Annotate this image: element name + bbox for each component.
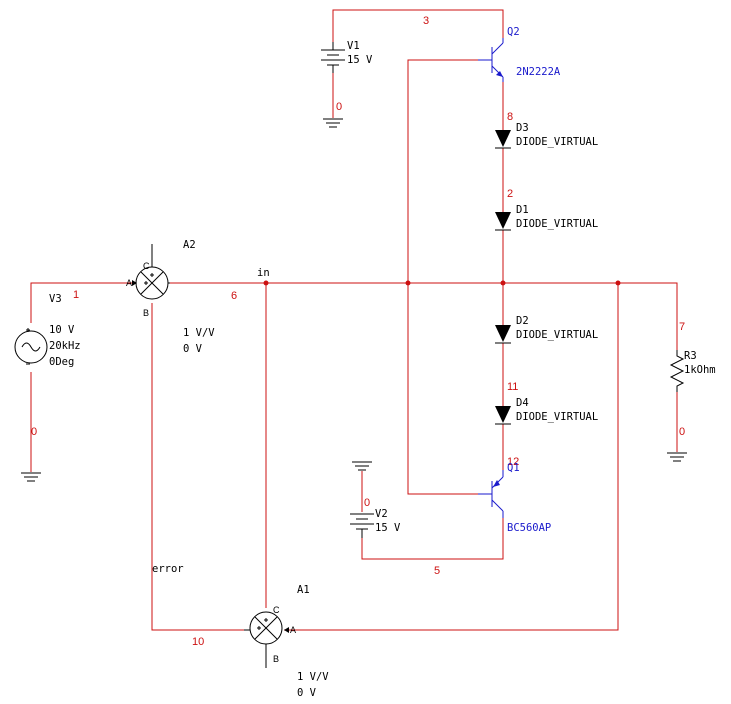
q1-name: Q1: [507, 462, 520, 474]
net-label-error: error: [152, 563, 184, 575]
net-label-10: 10: [192, 636, 204, 648]
v3-frequency: 20kHz: [49, 340, 81, 352]
a2-summer-symbol[interactable]: [132, 244, 170, 300]
r3-ground-icon: [667, 452, 687, 462]
wire-net-5[interactable]: [361, 518, 504, 560]
a2-name: A2: [183, 239, 196, 251]
v3-amplitude: 10 V: [49, 324, 75, 336]
d3-diode-symbol[interactable]: [495, 130, 511, 149]
d3-model: DIODE_VIRTUAL: [516, 136, 598, 148]
a2-offset: 0 V: [183, 343, 203, 355]
v1-ground-icon: [323, 118, 343, 128]
net-label-6: 6: [231, 290, 237, 302]
a1-pin-a: A: [290, 625, 296, 635]
q1-model: BC560AP: [507, 522, 551, 534]
junction-dot: [500, 280, 506, 286]
d1-diode-symbol[interactable]: [495, 212, 511, 231]
v1-name: V1: [347, 40, 360, 52]
d2-name: D2: [516, 315, 529, 327]
a2-pin-b: B: [143, 308, 149, 318]
q1-pnp-transistor[interactable]: [478, 470, 504, 518]
d4-name: D4: [516, 397, 529, 409]
net-label-0: 0: [364, 497, 370, 509]
a1-offset: 0 V: [297, 687, 317, 699]
r3-value: 1kOhm: [684, 364, 716, 376]
d1-name: D1: [516, 204, 529, 216]
junction-dot: [405, 280, 411, 286]
net-label-12: 12: [507, 456, 519, 468]
v3-phase: 0Deg: [49, 356, 74, 368]
v3-name: V3: [49, 293, 62, 305]
q2-model: 2N2222A: [516, 66, 561, 78]
net-label-5: 5: [434, 565, 440, 577]
wires: [30, 9, 678, 631]
net-label-11: 11: [507, 381, 518, 393]
v2-value: 15 V: [375, 522, 401, 534]
d4-model: DIODE_VIRTUAL: [516, 411, 598, 423]
net-label-2: 2: [507, 188, 513, 200]
d4-diode-symbol[interactable]: [495, 406, 511, 425]
q2-name: Q2: [507, 26, 520, 38]
r3-name: R3: [684, 350, 697, 362]
a1-pin-b: B: [273, 654, 279, 664]
d1-model: DIODE_VIRTUAL: [516, 218, 598, 230]
d3-name: D3: [516, 122, 529, 134]
wire-net-10-error[interactable]: [151, 303, 244, 631]
net-label-3: 3: [423, 15, 429, 27]
r3-resistor-symbol[interactable]: [669, 350, 685, 392]
net-label-7: 7: [679, 321, 685, 333]
component-labels: V1 15 V Q2 2N2222A D3 DIODE_VIRTUAL D1 D…: [49, 26, 716, 699]
net-labels: 3 0 8 2 1 6 11 12 0 5 7 0 0 10 in error: [31, 15, 685, 648]
v3-ground-icon: [21, 472, 41, 482]
net-label-0: 0: [336, 101, 342, 113]
v1-value: 15 V: [347, 54, 373, 66]
net-label-1: 1: [73, 289, 79, 301]
junctions: [263, 280, 621, 286]
d2-diode-symbol[interactable]: [495, 325, 511, 344]
d2-model: DIODE_VIRTUAL: [516, 329, 598, 341]
junction-dot: [263, 280, 269, 286]
v2-battery-symbol[interactable]: [350, 513, 374, 538]
wire-a1-feedback[interactable]: [284, 283, 619, 631]
a1-name: A1: [297, 584, 310, 596]
a2-pin-a: A: [126, 278, 132, 288]
wire-q2-base[interactable]: [407, 59, 478, 283]
a2-gain: 1 V/V: [183, 327, 215, 339]
a1-pin-c: C: [273, 605, 280, 615]
v1-battery-symbol[interactable]: [321, 42, 345, 73]
v3-ac-source-symbol[interactable]: [14, 328, 48, 365]
v2-ground-icon: [352, 461, 372, 471]
a1-gain: 1 V/V: [297, 671, 329, 683]
wire-net-7[interactable]: [503, 282, 678, 350]
net-label-0: 0: [679, 426, 685, 438]
net-label-8: 8: [507, 111, 513, 123]
a2-pin-c: C: [143, 261, 150, 271]
wire-net-3[interactable]: [332, 9, 504, 47]
net-label-0: 0: [31, 426, 37, 438]
wire-q1-base[interactable]: [407, 283, 478, 495]
junction-dot: [615, 280, 621, 286]
net-label-in: in: [257, 267, 270, 279]
q2-npn-transistor[interactable]: [478, 38, 504, 82]
a1-summer-symbol[interactable]: [244, 611, 289, 668]
v2-name: V2: [375, 508, 388, 520]
wire-net-1[interactable]: [30, 282, 134, 323]
